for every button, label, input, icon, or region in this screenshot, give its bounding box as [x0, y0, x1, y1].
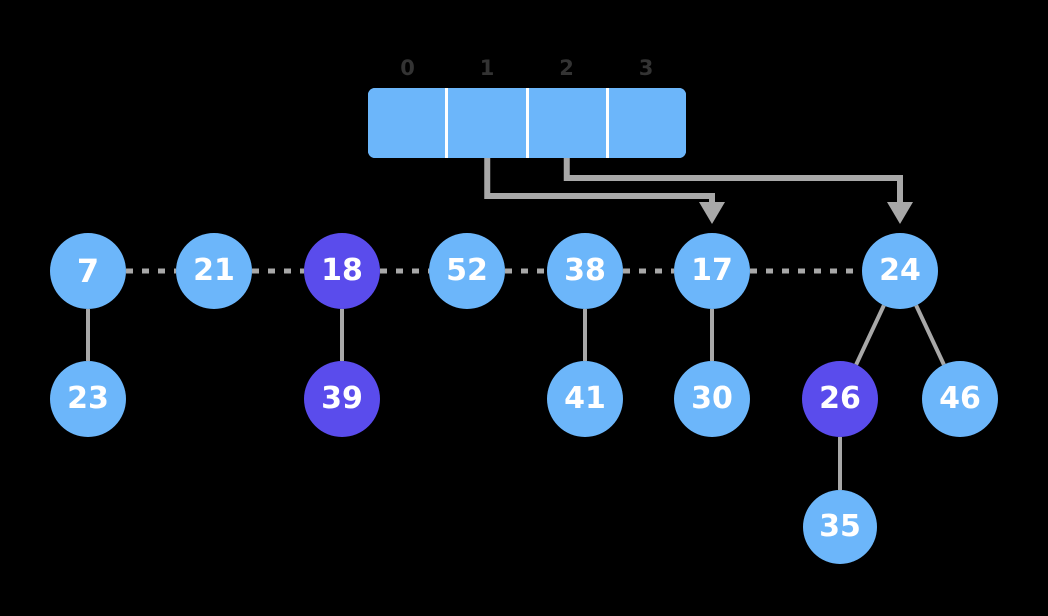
- array-cell-3[interactable]: [605, 88, 686, 158]
- array-cell-1[interactable]: [445, 88, 526, 158]
- array-cell-0[interactable]: [368, 88, 446, 158]
- bucket-array[interactable]: [368, 88, 686, 158]
- array-index-label-2: 2: [559, 56, 575, 80]
- node-21[interactable]: 21: [176, 233, 252, 309]
- solid-link-24-46: [914, 304, 946, 366]
- node-39[interactable]: 39: [304, 361, 380, 437]
- solid-link-24-26: [854, 304, 886, 366]
- node-26[interactable]: 26: [802, 361, 878, 437]
- arrow-cell2-to-n24-head: [887, 202, 913, 224]
- array-cell-2[interactable]: [525, 88, 606, 158]
- array-index-label-1: 1: [479, 56, 495, 80]
- node-30[interactable]: 30: [674, 361, 750, 437]
- node-46[interactable]: 46: [922, 361, 998, 437]
- node-23[interactable]: 23: [50, 361, 126, 437]
- node-52[interactable]: 52: [429, 233, 505, 309]
- array-index-label-3: 3: [638, 56, 654, 80]
- node-18[interactable]: 18: [304, 233, 380, 309]
- node-17[interactable]: 17: [674, 233, 750, 309]
- array-index-label-0: 0: [400, 56, 416, 80]
- node-38[interactable]: 38: [547, 233, 623, 309]
- node-35[interactable]: 35: [803, 490, 877, 564]
- arrow-cell2-to-n24: [563, 158, 903, 210]
- node-24[interactable]: 24: [862, 233, 938, 309]
- arrow-cell1-to-n17: [484, 158, 715, 210]
- node-7[interactable]: 7: [50, 233, 126, 309]
- arrow-cell1-to-n17-head: [699, 202, 725, 224]
- node-41[interactable]: 41: [547, 361, 623, 437]
